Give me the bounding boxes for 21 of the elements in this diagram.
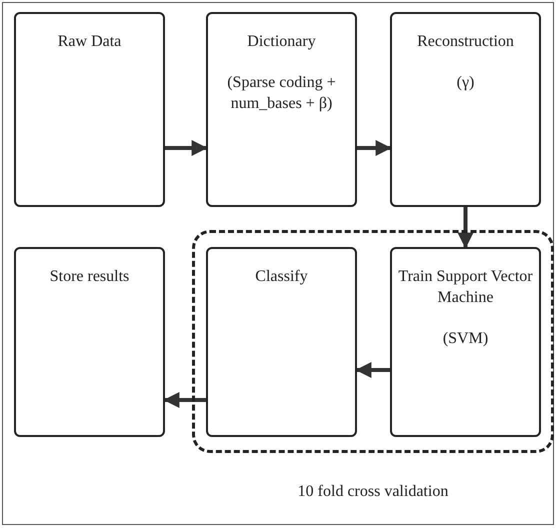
arrow [458, 207, 474, 249]
box-detail: (SVM) [442, 328, 490, 349]
arrow [357, 140, 392, 156]
process-box [390, 247, 541, 437]
box-title: Dictionary [246, 32, 317, 52]
process-box [206, 247, 357, 437]
box-title: Train Support Vector Machine [398, 267, 533, 308]
process-box [14, 12, 165, 207]
arrow [165, 140, 208, 156]
box-detail: (Sparse coding + num_bases + β) [226, 72, 337, 114]
arrow [355, 362, 390, 378]
box-title: Raw Data [56, 32, 122, 52]
box-title: Classify [254, 267, 309, 287]
box-title: Reconstruction [416, 32, 515, 52]
group-caption: 10 fold cross validation [296, 482, 450, 502]
arrow [163, 392, 206, 408]
process-box [206, 12, 357, 207]
box-detail: (γ) [456, 72, 476, 93]
process-box [390, 12, 541, 207]
box-title: Store results [48, 267, 130, 287]
process-box [14, 247, 165, 437]
